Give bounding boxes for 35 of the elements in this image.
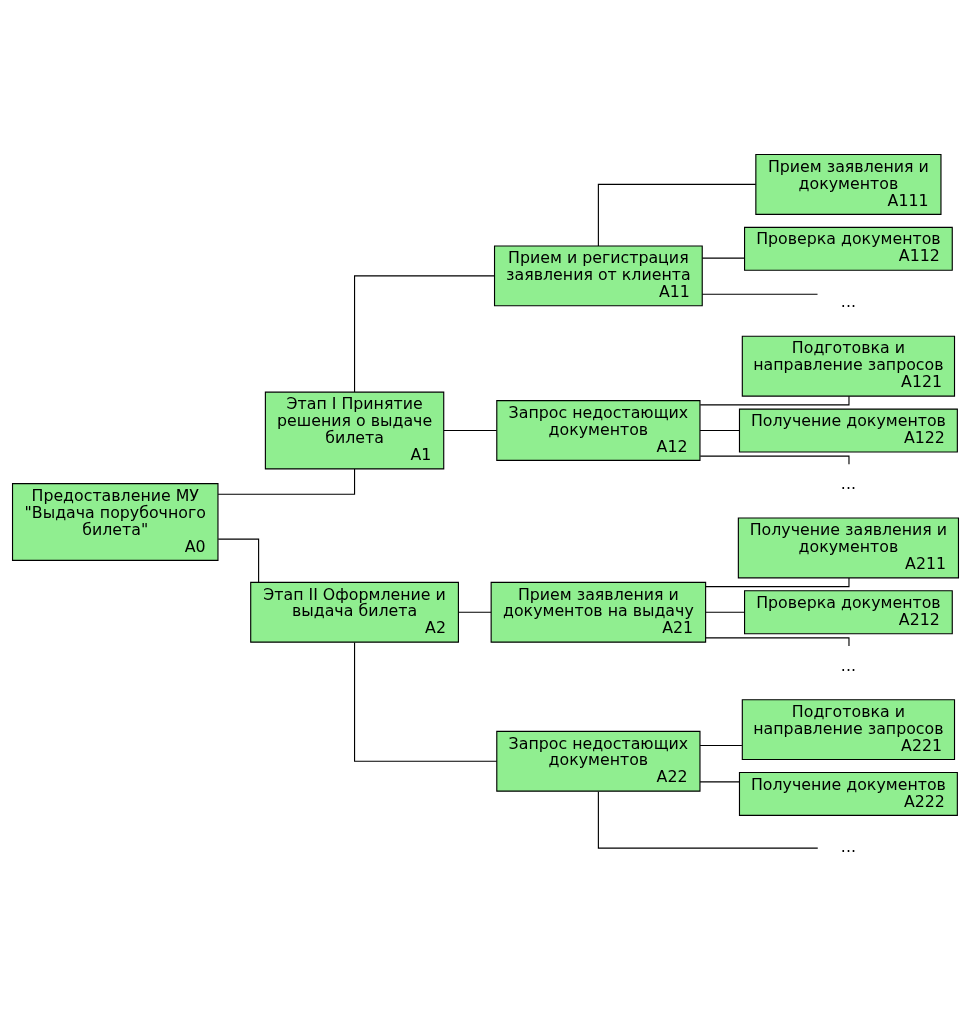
node-box: Подготовка и направление запросов A121 xyxy=(741,335,956,397)
node-text: ... xyxy=(840,837,856,857)
node-box: Запрос недостающих документов A22 xyxy=(496,730,701,792)
connector xyxy=(597,791,819,849)
node-box: Проверка документов A212 xyxy=(744,590,953,635)
node-box: Прием и регистрация заявления от клиента A11 xyxy=(493,245,703,307)
node-text: ... xyxy=(840,655,856,675)
connector xyxy=(217,538,260,583)
connector xyxy=(705,611,745,613)
node-box: Запрос недостающих документов A12 xyxy=(496,400,701,461)
connector xyxy=(458,611,492,613)
connector xyxy=(699,429,741,432)
node-box: Предоставление МУ "Выдача порубочного билета" A0 xyxy=(11,483,219,561)
connector xyxy=(699,781,741,783)
node-box: Проверка документов A112 xyxy=(744,226,953,271)
node-box: Прием заявления и документов на выдачу A21 xyxy=(490,581,707,643)
node-text: ... xyxy=(840,473,856,493)
connector xyxy=(597,183,757,247)
node-box: Прием заявления и документов A111 xyxy=(755,153,942,215)
node-box: Получение заявления и документов A211 xyxy=(737,517,960,579)
node-box: Этап I Принятие решения о выдаче билета A1 xyxy=(264,391,445,470)
connector xyxy=(699,744,743,746)
node-box: Получение документов A222 xyxy=(738,771,958,816)
connector xyxy=(443,429,498,432)
node-box: Этап II Оформление и выдача билета A2 xyxy=(250,581,459,643)
connector xyxy=(217,468,356,495)
node-box: Получение документов A122 xyxy=(738,408,958,453)
node-text: ... xyxy=(840,292,856,312)
connector xyxy=(705,577,850,588)
connector xyxy=(354,641,498,762)
connector xyxy=(701,293,819,295)
node-box: Подготовка и направление запросов A221 xyxy=(741,699,956,761)
connector xyxy=(354,275,495,393)
connector xyxy=(701,257,746,259)
connector xyxy=(699,395,850,406)
